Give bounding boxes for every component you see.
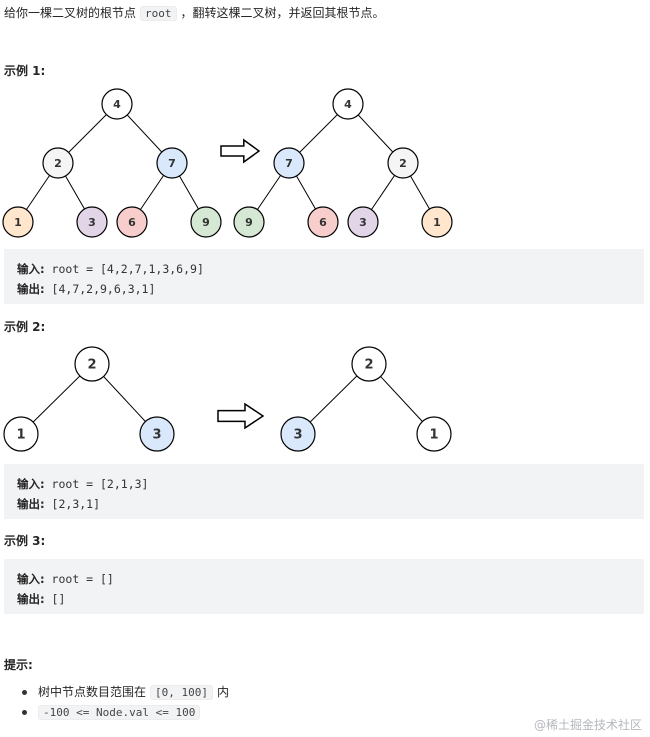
example-2-codebox: 输入: root = [2,1,3] 输出: [2,3,1] xyxy=(4,464,644,519)
input-label: 输入: xyxy=(17,572,45,586)
after-tree-node-label: 4 xyxy=(344,98,352,111)
before-tree-node-1 xyxy=(3,416,39,452)
before-tree-node-label: 7 xyxy=(168,157,176,170)
intro-text-2: ，翻转这棵二叉树，并返回其根节点。 xyxy=(180,6,385,20)
bullet-icon xyxy=(22,710,27,715)
example-2-diagram: 2 1 3 2 3 1 xyxy=(3,346,452,452)
before-tree-node-3 xyxy=(76,206,108,238)
example-3-heading: 示例 3: xyxy=(4,534,46,548)
example-1-diagram: 4 2 7 1 3 6 9 4 7 2 9 6 3 1 xyxy=(2,88,453,238)
before-tree-node-2 xyxy=(74,346,110,382)
example-2-output: [2,3,1] xyxy=(51,497,101,511)
tip-item: 树中节点数目范围在[0, 100] 内 xyxy=(22,682,229,702)
tip-code: -100 <= Node.val <= 100 xyxy=(38,705,201,720)
after-tree-node-3 xyxy=(280,416,316,452)
example-1-heading: 示例 1: xyxy=(4,64,46,78)
after-tree-node-label: 6 xyxy=(319,216,327,229)
before-tree-node-1 xyxy=(2,206,34,238)
example-3-codebox: 输入: root = [] 输出: [] xyxy=(4,559,644,614)
before-tree-node-6 xyxy=(116,206,148,238)
intro-text-1: 给你一棵二叉树的根节点 xyxy=(4,6,137,20)
example-1-output: [4,7,2,9,6,3,1] xyxy=(51,282,156,296)
after-tree-node-1 xyxy=(421,206,453,238)
before-tree-node-label: 9 xyxy=(202,216,210,229)
after-tree-node-2 xyxy=(387,147,419,179)
output-label: 输出: xyxy=(17,282,45,296)
arrow-right-icon xyxy=(217,402,265,430)
tip-item: -100 <= Node.val <= 100 xyxy=(22,702,229,722)
tip-text: 树中节点数目范围在 xyxy=(38,685,147,699)
input-label: 输入: xyxy=(17,262,45,276)
bullet-icon xyxy=(22,690,27,695)
before-tree-node-3 xyxy=(139,416,175,452)
after-tree-node-label: 2 xyxy=(399,157,407,170)
after-tree-node-label: 3 xyxy=(359,216,367,229)
output-label: 输出: xyxy=(17,497,45,511)
output-label: 输出: xyxy=(17,592,45,606)
after-tree-node-4 xyxy=(332,88,364,120)
after-tree-node-7 xyxy=(273,147,305,179)
after-tree-node-label: 7 xyxy=(285,157,293,170)
before-tree-node-label: 2 xyxy=(87,358,96,373)
before-tree-node-7 xyxy=(156,147,188,179)
after-tree-node-label: 3 xyxy=(293,428,302,443)
example-3-output: [] xyxy=(51,592,66,606)
watermark: @稀土掘金技术社区 xyxy=(533,718,642,732)
after-tree-node-3 xyxy=(347,206,379,238)
example-1-codebox: 输入: root = [4,2,7,1,3,6,9] 输出: [4,7,2,9,… xyxy=(4,249,644,304)
after-tree-node-9 xyxy=(233,206,265,238)
before-tree-node-9 xyxy=(190,206,222,238)
tip-text: 内 xyxy=(217,685,230,699)
before-tree-node-label: 2 xyxy=(54,157,62,170)
after-tree-node-2 xyxy=(351,346,387,382)
tips-heading: 提示: xyxy=(4,658,33,672)
after-tree-node-1 xyxy=(416,416,452,452)
before-tree-node-label: 6 xyxy=(128,216,136,229)
before-tree-node-label: 1 xyxy=(14,216,22,229)
before-tree-node-label: 3 xyxy=(152,428,161,443)
example-3-input: root = [] xyxy=(51,572,114,586)
before-tree-node-label: 4 xyxy=(113,98,121,111)
example-2-heading: 示例 2: xyxy=(4,320,46,334)
example-2-input: root = [2,1,3] xyxy=(51,477,149,491)
root-code: root xyxy=(140,6,177,21)
arrow-right-icon xyxy=(220,138,261,164)
tip-code: [0, 100] xyxy=(150,685,213,700)
after-tree-node-label: 9 xyxy=(245,216,253,229)
after-tree-node-6 xyxy=(307,206,339,238)
before-tree-node-2 xyxy=(42,147,74,179)
after-tree-node-label: 2 xyxy=(364,358,373,373)
before-tree-node-4 xyxy=(101,88,133,120)
after-tree-node-label: 1 xyxy=(429,428,438,443)
input-label: 输入: xyxy=(17,477,45,491)
example-1-input: root = [4,2,7,1,3,6,9] xyxy=(51,262,204,276)
tips-list: 树中节点数目范围在[0, 100] 内 -100 <= Node.val <= 1… xyxy=(22,682,229,722)
before-tree-node-label: 1 xyxy=(16,428,25,443)
before-tree-node-label: 3 xyxy=(88,216,96,229)
after-tree-node-label: 1 xyxy=(433,216,441,229)
